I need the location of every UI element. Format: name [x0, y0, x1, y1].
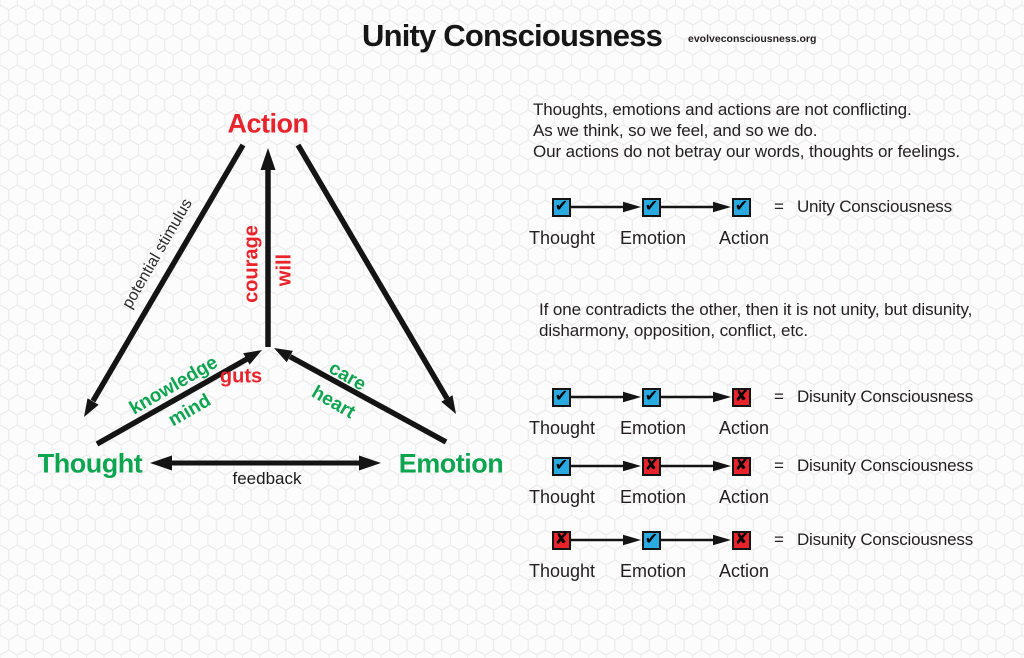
intro-line: Our actions do not betray our words, tho… — [533, 142, 960, 161]
row-labels: Thought Emotion Action — [529, 228, 769, 248]
checkbox-checked: ✔ — [732, 196, 751, 217]
edge-label-courage: courage — [240, 225, 263, 303]
equals-sign: = — [774, 387, 784, 406]
arrow-right-icon — [661, 534, 731, 546]
label-thought: Thought — [528, 228, 596, 248]
node-action: Action — [227, 108, 310, 139]
edge-label-will: will — [273, 253, 296, 287]
row-result: Disunity Consciousness — [796, 530, 974, 549]
site-url: evolveconsciousness.org — [688, 33, 817, 45]
arrow-line — [95, 356, 249, 447]
arrowhead-icon — [274, 348, 293, 363]
intro-line: Thoughts, emotions and actions are not c… — [533, 100, 912, 119]
label-action: Action — [718, 418, 770, 438]
consciousness-row-disunity-3: ✘ ✔ ✘ = Disunity Consciousness — [552, 530, 973, 550]
arrow-action-to-thought — [84, 143, 246, 417]
label-emotion: Emotion — [619, 418, 687, 438]
checkbox-crossed: ✘ — [732, 529, 751, 550]
arrow-right-icon — [661, 460, 731, 472]
checkbox-crossed: ✘ — [552, 529, 571, 550]
arrowhead-icon — [243, 350, 262, 365]
edge-label-guts: guts — [219, 365, 263, 388]
node-thought: Thought — [37, 448, 143, 479]
arrow-line — [295, 143, 450, 400]
intro-paragraph: Thoughts, emotions and actions are not c… — [533, 99, 960, 162]
arrow-right-icon — [661, 201, 731, 213]
arrowhead-right-icon — [359, 455, 381, 471]
arrowhead-icon — [84, 398, 99, 417]
checkbox-crossed: ✘ — [642, 455, 661, 476]
checkbox-checked: ✔ — [642, 529, 661, 550]
x-icon: ✘ — [644, 455, 659, 474]
equals-sign: = — [774, 197, 784, 216]
arrowhead-left-icon — [150, 455, 172, 471]
arrow-right-icon — [571, 460, 641, 472]
label-action: Action — [718, 228, 770, 248]
x-icon: ✘ — [734, 529, 749, 548]
arrow-line — [90, 143, 246, 403]
checkbox-checked: ✔ — [552, 196, 571, 217]
arrowhead-icon — [260, 148, 276, 170]
arrow-thought-to-center — [95, 350, 262, 447]
arrow-right-icon — [571, 534, 641, 546]
row-result: Unity Consciousness — [796, 197, 952, 216]
label-thought: Thought — [528, 418, 596, 438]
x-icon: ✘ — [734, 386, 749, 405]
arrow-right-icon — [661, 391, 731, 403]
disunity-line: disharmony, opposition, conflict, etc. — [539, 321, 808, 340]
consciousness-row-unity: ✔ ✔ ✔ = Unity Consciousness — [552, 197, 952, 217]
intro-line: As we think, so we feel, and so we do. — [533, 121, 818, 140]
checkbox-checked: ✔ — [642, 386, 661, 407]
label-emotion: Emotion — [619, 228, 687, 248]
disunity-line: If one contradicts the other, then it is… — [539, 300, 973, 319]
equals-sign: = — [774, 530, 784, 549]
checkbox-checked: ✔ — [552, 386, 571, 407]
row-result: Disunity Consciousness — [796, 456, 974, 475]
checkbox-checked: ✔ — [642, 196, 661, 217]
arrowhead-icon — [441, 395, 456, 414]
arrow-emotion-to-center — [274, 348, 448, 445]
x-icon: ✘ — [554, 529, 569, 548]
arrow-feedback-bidirectional — [150, 455, 381, 471]
label-emotion: Emotion — [619, 561, 687, 581]
disunity-paragraph: If one contradicts the other, then it is… — [539, 299, 972, 341]
node-emotion: Emotion — [398, 448, 504, 479]
check-icon: ✔ — [554, 455, 569, 474]
checkbox-crossed: ✘ — [732, 455, 751, 476]
row-labels: Thought Emotion Action — [529, 561, 769, 581]
label-emotion: Emotion — [619, 487, 687, 507]
label-action: Action — [718, 561, 770, 581]
check-icon: ✔ — [554, 196, 569, 215]
check-icon: ✔ — [644, 386, 659, 405]
arrow-action-to-emotion — [295, 143, 456, 414]
label-thought: Thought — [528, 487, 596, 507]
consciousness-row-disunity-1: ✔ ✔ ✘ = Disunity Consciousness — [552, 387, 973, 407]
check-icon: ✔ — [554, 386, 569, 405]
page-title: Unity Consciousness — [361, 18, 663, 53]
consciousness-row-disunity-2: ✔ ✘ ✘ = Disunity Consciousness — [552, 456, 973, 476]
row-labels: Thought Emotion Action — [529, 418, 769, 438]
arrow-center-to-action — [260, 148, 276, 347]
checkbox-checked: ✔ — [552, 455, 571, 476]
row-labels: Thought Emotion Action — [529, 487, 769, 507]
arrow-right-icon — [571, 201, 641, 213]
label-action: Action — [718, 487, 770, 507]
arrow-right-icon — [571, 391, 641, 403]
label-thought: Thought — [528, 561, 596, 581]
x-icon: ✘ — [734, 455, 749, 474]
checkbox-crossed: ✘ — [732, 386, 751, 407]
check-icon: ✔ — [734, 196, 749, 215]
check-icon: ✔ — [644, 529, 659, 548]
row-result: Disunity Consciousness — [796, 387, 974, 406]
arrow-line — [288, 354, 448, 445]
edge-label-feedback: feedback — [232, 469, 302, 488]
equals-sign: = — [774, 456, 784, 475]
edge-label-potential-stimulus: potential stimulus — [119, 195, 196, 312]
check-icon: ✔ — [644, 196, 659, 215]
